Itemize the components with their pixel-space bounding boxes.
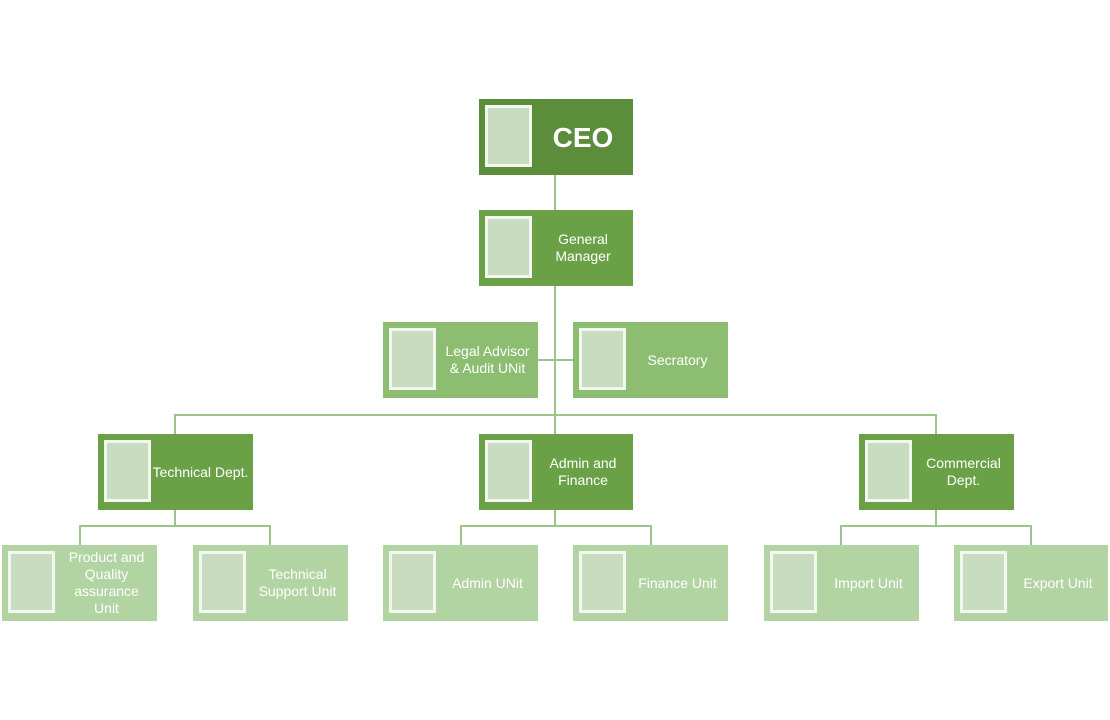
photo-placeholder <box>865 440 912 502</box>
unit-label: Product and Quality assurance Unit <box>68 549 145 616</box>
department-box-commercial: Commercial Dept. <box>859 434 1014 510</box>
ceo-label: CEO <box>552 121 614 153</box>
connector-unit-5 <box>840 525 842 545</box>
department-box-admin-finance: Admin and Finance <box>479 434 633 510</box>
unit-label: Import Unit <box>834 574 903 591</box>
photo-placeholder <box>960 551 1007 613</box>
connector-dept-1 <box>174 414 176 434</box>
connector-unit-6 <box>1030 525 1032 545</box>
photo-placeholder <box>8 551 55 613</box>
unit-box-export: Export Unit <box>954 545 1108 621</box>
unit-box-finance: Finance Unit <box>573 545 728 621</box>
department-box-technical: Technical Dept. <box>98 434 253 510</box>
secretary-box: Secratory <box>573 322 728 398</box>
photo-placeholder <box>389 551 436 613</box>
photo-placeholder <box>770 551 817 613</box>
connector-dept2-down <box>554 510 556 526</box>
unit-box-import: Import Unit <box>764 545 919 621</box>
connector-dept3-bar <box>840 525 1032 527</box>
photo-placeholder <box>485 440 532 502</box>
photo-placeholder <box>579 328 626 390</box>
unit-box-product-quality: Product and Quality assurance Unit <box>2 545 157 621</box>
connector-unit-2 <box>269 525 271 545</box>
legal-audit-label: Legal Advisor & Audit UNit <box>445 343 530 376</box>
photo-placeholder <box>579 551 626 613</box>
connector-dept-3 <box>935 414 937 434</box>
unit-box-technical-support: Technical Support Unit <box>193 545 348 621</box>
legal-audit-box: Legal Advisor & Audit UNit <box>383 322 538 398</box>
photo-placeholder <box>104 440 151 502</box>
connector-ceo-gm <box>554 175 556 210</box>
unit-label: Technical Support Unit <box>258 566 337 599</box>
photo-placeholder <box>389 328 436 390</box>
connector-dept1-down <box>174 510 176 526</box>
unit-label: Finance Unit <box>638 574 717 591</box>
general-manager-box: General Manager <box>479 210 633 286</box>
photo-placeholder <box>485 105 532 167</box>
photo-placeholder <box>199 551 246 613</box>
unit-box-admin: Admin UNit <box>383 545 538 621</box>
connector-unit-4 <box>650 525 652 545</box>
unit-label: Export Unit <box>1023 574 1093 591</box>
department-label: Admin and Finance <box>549 455 617 488</box>
connector-dept-bar <box>174 414 937 416</box>
connector-dept1-bar <box>79 525 271 527</box>
general-manager-label: General Manager <box>555 231 611 264</box>
ceo-box: CEO <box>479 99 633 175</box>
department-label: Commercial Dept. <box>926 455 1001 488</box>
connector-unit-3 <box>460 525 462 545</box>
photo-placeholder <box>485 216 532 278</box>
unit-label: Admin UNit <box>452 574 523 591</box>
connector-unit-1 <box>79 525 81 545</box>
department-label: Technical Dept. <box>152 463 249 480</box>
connector-dept2-bar <box>460 525 652 527</box>
connector-staff <box>538 359 573 361</box>
connector-dept3-down <box>935 510 937 526</box>
secretary-label: Secratory <box>647 351 708 368</box>
